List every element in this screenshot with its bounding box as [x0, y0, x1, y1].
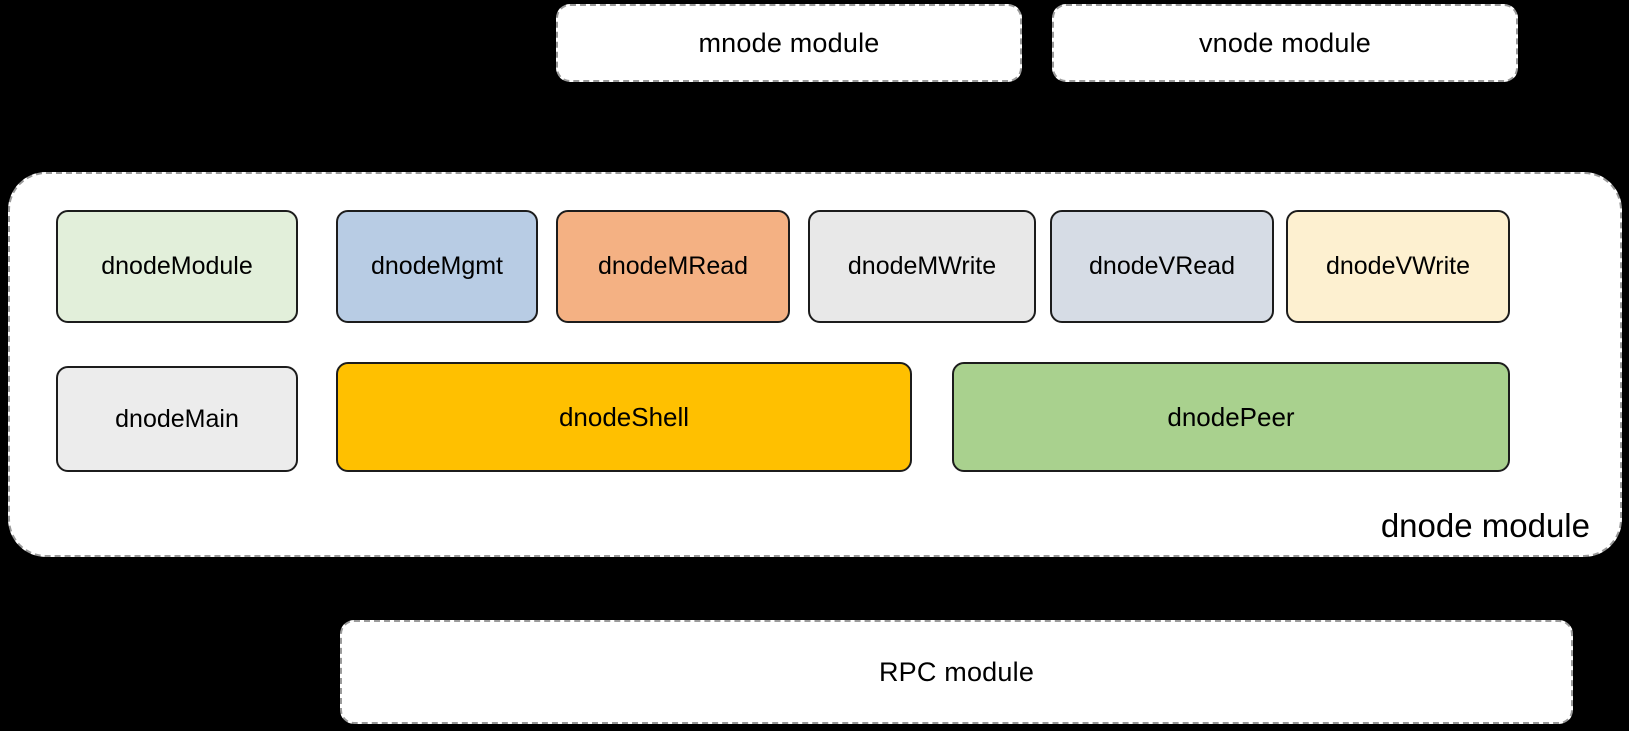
- vnode-module-box[interactable]: vnode module: [1052, 4, 1518, 82]
- dnode-module-label: dnode module: [1380, 507, 1590, 544]
- node-label: dnodeShell: [558, 401, 690, 432]
- vnode-module-label: vnode module: [1198, 27, 1372, 58]
- dnode-main-node-box[interactable]: dnodeMain: [56, 366, 298, 472]
- dnode-mgmt-node-box[interactable]: dnodeMgmt: [336, 210, 538, 323]
- node-label: dnodeModule: [101, 252, 253, 280]
- rpc-module-box[interactable]: RPC module: [340, 620, 1573, 724]
- node-label: dnodeMgmt: [370, 252, 504, 280]
- dnode-peer-node-box[interactable]: dnodePeer: [952, 362, 1510, 472]
- dnode-vread-node-box[interactable]: dnodeVRead: [1050, 210, 1274, 323]
- node-label: dnodeVRead: [1089, 252, 1235, 280]
- dnode-module-node-box[interactable]: dnodeModule: [56, 210, 298, 323]
- dnode-vwrite-node-box[interactable]: dnodeVWrite: [1286, 210, 1510, 323]
- node-label: dnodePeer: [1167, 401, 1295, 432]
- dnode-mwrite-node-box[interactable]: dnodeMWrite: [808, 210, 1036, 323]
- mnode-module-box[interactable]: mnode module: [556, 4, 1022, 82]
- dnode-shell-node-box[interactable]: dnodeShell: [336, 362, 912, 472]
- node-label: dnodeMRead: [597, 252, 749, 280]
- rpc-module-label: RPC module: [878, 656, 1035, 687]
- node-label: dnodeMain: [115, 404, 239, 433]
- mnode-module-label: mnode module: [698, 27, 880, 58]
- node-label: dnodeVWrite: [1325, 252, 1471, 280]
- node-label: dnodeMWrite: [847, 252, 997, 280]
- dnode-mread-node-box[interactable]: dnodeMRead: [556, 210, 790, 323]
